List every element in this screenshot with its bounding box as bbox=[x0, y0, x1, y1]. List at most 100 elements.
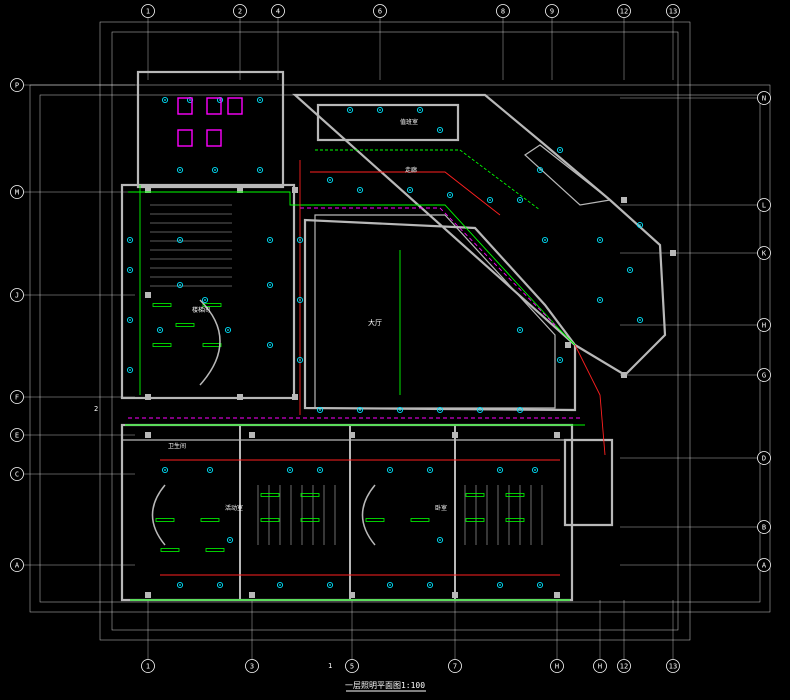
axis-bubble-circle bbox=[666, 4, 680, 18]
axis-bubble-circle bbox=[757, 246, 771, 260]
axis-bubble: 5 bbox=[345, 659, 359, 673]
light-fixture bbox=[476, 406, 484, 414]
light-fixture bbox=[436, 126, 444, 134]
light-fixture bbox=[176, 166, 184, 174]
dimension-frame bbox=[99, 21, 691, 641]
fluorescent-tube bbox=[152, 303, 172, 307]
light-fixtures bbox=[126, 96, 644, 589]
light-fixture-center bbox=[429, 469, 431, 471]
light-fixture-ring bbox=[126, 316, 134, 324]
structural-column bbox=[554, 432, 560, 438]
light-fixture-center bbox=[227, 329, 229, 331]
light-fixture-ring bbox=[126, 266, 134, 274]
light-fixture bbox=[596, 236, 604, 244]
axis-bubble-circle bbox=[496, 4, 510, 18]
light-fixture bbox=[396, 406, 404, 414]
axis-bubble-circle bbox=[617, 659, 631, 673]
axis-bubble-circle bbox=[233, 4, 247, 18]
light-fixture-center bbox=[129, 269, 131, 271]
axis-bubble-circle bbox=[10, 467, 24, 481]
light-fixture-center bbox=[259, 169, 261, 171]
axis-bubble-circle bbox=[448, 659, 462, 673]
light-fixture-center bbox=[289, 469, 291, 471]
light-fixture-ring bbox=[126, 236, 134, 244]
note-1-label: 1 bbox=[328, 662, 332, 670]
axis-bubble-label: J bbox=[15, 292, 19, 300]
fluorescent-tube bbox=[260, 518, 280, 522]
light-fixture-center bbox=[499, 584, 501, 586]
axis-bubble-circle bbox=[141, 659, 155, 673]
light-fixture-ring bbox=[266, 236, 274, 244]
drawing-title: 一层照明平面图1:100 bbox=[345, 681, 425, 690]
light-fixture-ring bbox=[296, 296, 304, 304]
light-fixture bbox=[536, 581, 544, 589]
light-fixture-center bbox=[179, 284, 181, 286]
light-fixture-center bbox=[544, 239, 546, 241]
light-fixture-center bbox=[259, 99, 261, 101]
structural-column bbox=[237, 394, 243, 400]
light-fixture bbox=[446, 191, 454, 199]
axis-bubble-circle bbox=[345, 659, 359, 673]
light-fixture-ring bbox=[516, 406, 524, 414]
building-walls bbox=[120, 70, 676, 602]
light-fixture-ring bbox=[226, 536, 234, 544]
structural-column bbox=[452, 592, 458, 598]
light-fixture-center bbox=[439, 539, 441, 541]
axis-bubble: G bbox=[757, 368, 771, 382]
red-branch bbox=[310, 171, 501, 216]
toilet-fixture bbox=[206, 97, 222, 115]
light-fixture-ring bbox=[541, 236, 549, 244]
light-fixture bbox=[356, 186, 364, 194]
axis-bubble: 7 bbox=[448, 659, 462, 673]
light-fixture-center bbox=[639, 224, 641, 226]
light-fixture bbox=[126, 236, 134, 244]
light-fixture-ring bbox=[176, 581, 184, 589]
light-fixture-ring bbox=[356, 186, 364, 194]
axis-bubble-circle bbox=[271, 4, 285, 18]
light-fixture bbox=[224, 326, 232, 334]
light-fixture-center bbox=[229, 539, 231, 541]
light-fixture-center bbox=[539, 169, 541, 171]
light-fixture-ring bbox=[406, 186, 414, 194]
light-fixture-ring bbox=[436, 126, 444, 134]
structural-column bbox=[292, 394, 298, 400]
axis-bubble-circle bbox=[141, 4, 155, 18]
light-fixture-center bbox=[559, 149, 561, 151]
axis-bubble-label: 6 bbox=[378, 8, 382, 16]
axis-bubble: H bbox=[757, 318, 771, 332]
fluorescent-tube bbox=[200, 518, 220, 522]
structural-column bbox=[621, 372, 627, 378]
light-fixture bbox=[416, 106, 424, 114]
classroom-b-label: 卧室 bbox=[435, 504, 447, 512]
fluorescent-tube bbox=[202, 303, 222, 307]
light-fixture bbox=[426, 581, 434, 589]
light-fixture-ring bbox=[206, 466, 214, 474]
light-fixture-center bbox=[599, 239, 601, 241]
light-fixture-center bbox=[269, 239, 271, 241]
axis-bubble-circle bbox=[757, 318, 771, 332]
axis-bubble: 12 bbox=[617, 4, 631, 18]
light-fixture-center bbox=[299, 359, 301, 361]
light-fixture bbox=[496, 466, 504, 474]
axis-bubble: 13 bbox=[666, 659, 680, 673]
light-fixture-center bbox=[359, 409, 361, 411]
axis-bubble-label: 12 bbox=[620, 8, 628, 16]
fluorescent-tube bbox=[365, 518, 385, 522]
toilet-fixture bbox=[177, 129, 193, 147]
axis-bubble: 9 bbox=[545, 4, 559, 18]
axis-bubble: A bbox=[10, 558, 24, 572]
light-fixture-center bbox=[429, 584, 431, 586]
light-fixture bbox=[211, 166, 219, 174]
toilet-fixture bbox=[177, 97, 193, 115]
light-fixture bbox=[516, 326, 524, 334]
light-fixture-center bbox=[409, 189, 411, 191]
axis-bubble-label: 5 bbox=[350, 663, 354, 671]
light-fixture bbox=[386, 466, 394, 474]
axis-bubble-label: B bbox=[762, 524, 766, 532]
axis-bubble-label: 8 bbox=[501, 8, 505, 16]
light-fixture bbox=[326, 581, 334, 589]
light-fixture-ring bbox=[276, 581, 284, 589]
axis-bubble-label: P bbox=[15, 82, 19, 90]
light-fixture-ring bbox=[626, 266, 634, 274]
